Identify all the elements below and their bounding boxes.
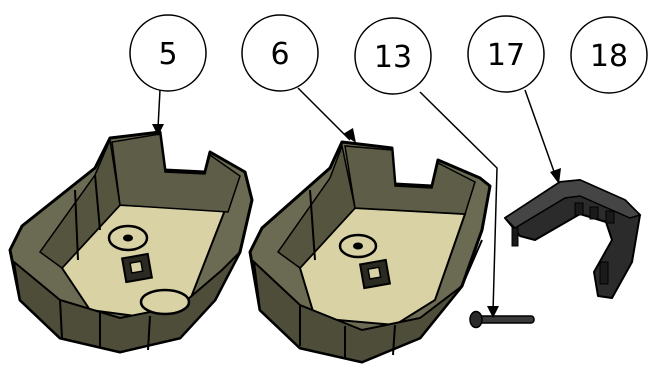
part-5-box: [8, 130, 254, 354]
pin-shaft: [477, 315, 535, 324]
callout-6-label: 6: [270, 37, 289, 72]
callout-17: 17: [467, 15, 545, 93]
part-5-back-wall: [111, 133, 241, 213]
part-6-back-wall: [344, 145, 476, 215]
callout-13: 13: [354, 17, 432, 95]
leader-13: [419, 91, 498, 313]
callout-18-label: 18: [590, 39, 628, 74]
leader-lines: [157, 87, 558, 313]
leader-6: [297, 87, 351, 141]
part-17-bracket: [503, 179, 642, 299]
callout-5-label: 5: [158, 37, 177, 72]
leader-arrowheads: [152, 124, 561, 318]
leader-5: [157, 89, 161, 129]
leader-17: [524, 89, 558, 181]
part-5-corner-hole: [139, 288, 191, 316]
callout-13-label: 13: [374, 40, 412, 75]
pin-head: [469, 310, 483, 329]
callout-17-label: 17: [487, 38, 525, 73]
callout-18: 18: [570, 16, 648, 94]
part-13-pin: [469, 310, 535, 329]
bracket-top-face: [503, 179, 642, 229]
callout-5: 5: [129, 14, 207, 92]
part-5-front-lip: [12, 251, 241, 354]
callout-6: 6: [241, 14, 319, 92]
part-6-box: [248, 140, 492, 364]
part-6-front-lip: [252, 239, 483, 364]
